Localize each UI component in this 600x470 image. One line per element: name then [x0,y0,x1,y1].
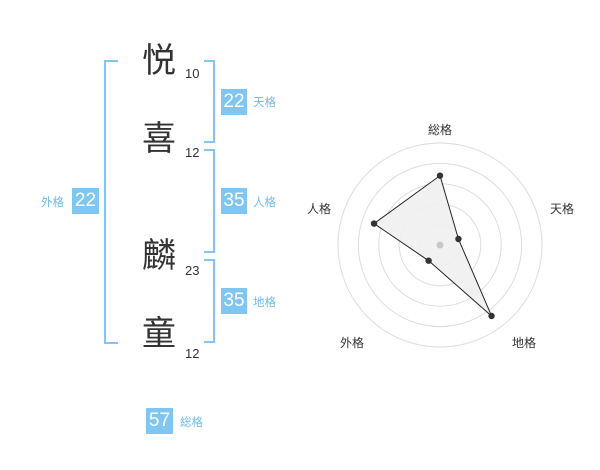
radar-label-jinkaku: 人格 [307,202,332,216]
name-char-2: 喜 [142,119,176,159]
chikaku-value: 35 [221,288,247,314]
radar-label-gaikaku: 外格 [340,336,365,350]
radar-point-0 [436,172,444,179]
chikaku-bracket [204,259,215,343]
radar-point-4 [370,220,378,227]
name-char-3: 麟 [142,236,176,276]
radar-label-soukaku: 総格 [428,123,453,137]
radar-point-2 [488,312,495,320]
name-char-1: 悦 [142,41,176,81]
jinkaku-label: 人格 [253,195,276,209]
gaikaku-bracket [104,60,118,344]
tenkaku-value: 22 [221,89,247,115]
tenkaku-bracket [204,60,215,143]
radar-label-chikaku: 地格 [512,336,537,350]
stroke-count-3: 23 [185,263,200,278]
radar-label-tenkaku: 天格 [550,202,575,216]
stroke-count-2: 12 [185,145,200,160]
radar-point-3 [425,257,432,264]
tenkaku-label: 天格 [253,95,276,109]
soukaku-value: 57 [146,408,173,434]
name-char-4: 童 [142,314,176,354]
radar-point-1 [455,235,462,243]
radar-shape [373,174,493,317]
jinkaku-value: 35 [221,188,247,214]
soukaku-label: 総格 [180,415,203,429]
radar-ring [337,142,543,348]
stroke-count-4: 12 [185,346,200,361]
gaikaku-label: 外格 [41,195,64,209]
radar-ring [357,162,523,328]
jinkaku-bracket [204,149,215,253]
chikaku-label: 地格 [253,295,276,309]
radar-center [436,241,444,249]
gaikaku-value: 22 [72,188,99,214]
radar-chart [337,142,543,348]
stroke-count-1: 10 [185,66,200,81]
